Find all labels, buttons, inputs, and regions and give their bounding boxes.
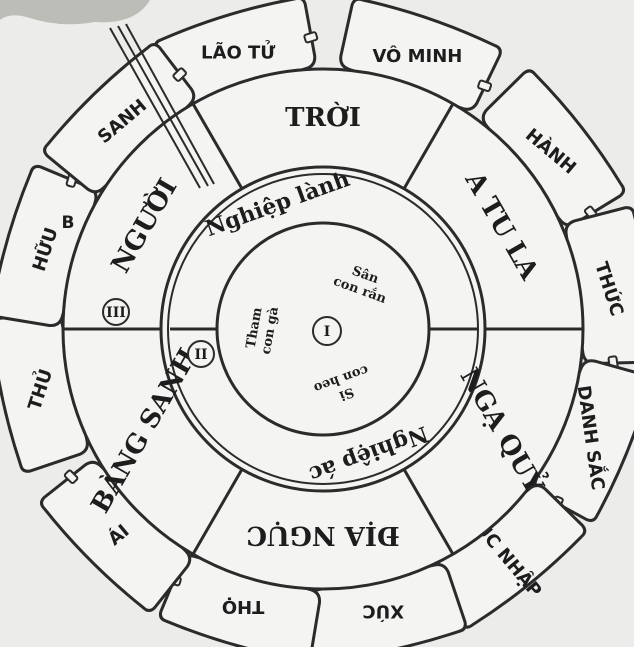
svg-text:III: III [106, 305, 126, 321]
marker-ring-3: III [103, 299, 129, 325]
huu-letter-b: B [62, 213, 75, 233]
svg-text:II: II [194, 347, 207, 363]
realm-label-troi: TRỜI [285, 101, 361, 133]
realm-label-dia-nguc: ĐỊA NGỤC [246, 520, 399, 550]
marker-ring-1: I [313, 317, 341, 345]
link-label-xuc: XÚC [362, 601, 404, 623]
link-label-vo-minh: VÔ MINH [372, 45, 462, 67]
link-label-lao-tu: LÃO TỬ [201, 40, 275, 64]
svg-text:I: I [324, 324, 331, 340]
link-label-tho: THỌ [222, 596, 265, 617]
marker-ring-2: II [188, 341, 214, 367]
